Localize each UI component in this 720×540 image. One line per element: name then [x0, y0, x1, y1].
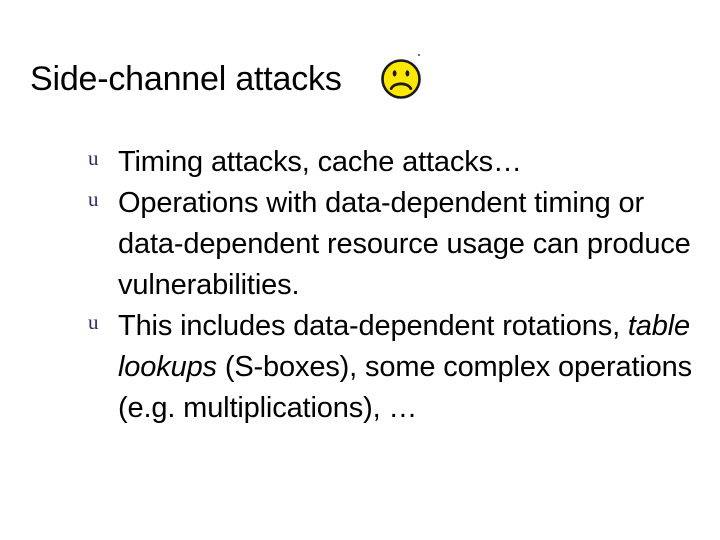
list-item-text: Operations with data-dependent timing or…: [118, 187, 691, 301]
bullet-marker-icon: u: [88, 187, 99, 211]
list-item-text: Timing attacks, cache attacks…: [118, 146, 522, 178]
list-item-text-emphasis: table lookups: [118, 310, 691, 383]
stray-speck-dot: [417, 54, 420, 56]
bullet-list: u Timing attacks, cache attacks… u Opera…: [88, 142, 696, 429]
title-row: Side-channel attacks: [30, 54, 422, 102]
list-item-text-lead: This includes data-dependent rotations,: [118, 310, 628, 342]
list-item-text-tail: (S-boxes), some complex operations (e.g.…: [118, 351, 692, 424]
list-item: u Timing attacks, cache attacks…: [88, 142, 696, 183]
page-title: Side-channel attacks: [30, 60, 342, 98]
bullet-marker-icon: u: [88, 146, 99, 170]
list-item: u Operations with data-dependent timing …: [88, 183, 696, 306]
list-item: u This includes data-dependent rotations…: [88, 306, 696, 429]
bullet-marker-icon: u: [88, 310, 99, 334]
sad-face-emoticon: [380, 54, 422, 100]
list-item-text: This includes data-dependent rotations, …: [118, 310, 692, 424]
